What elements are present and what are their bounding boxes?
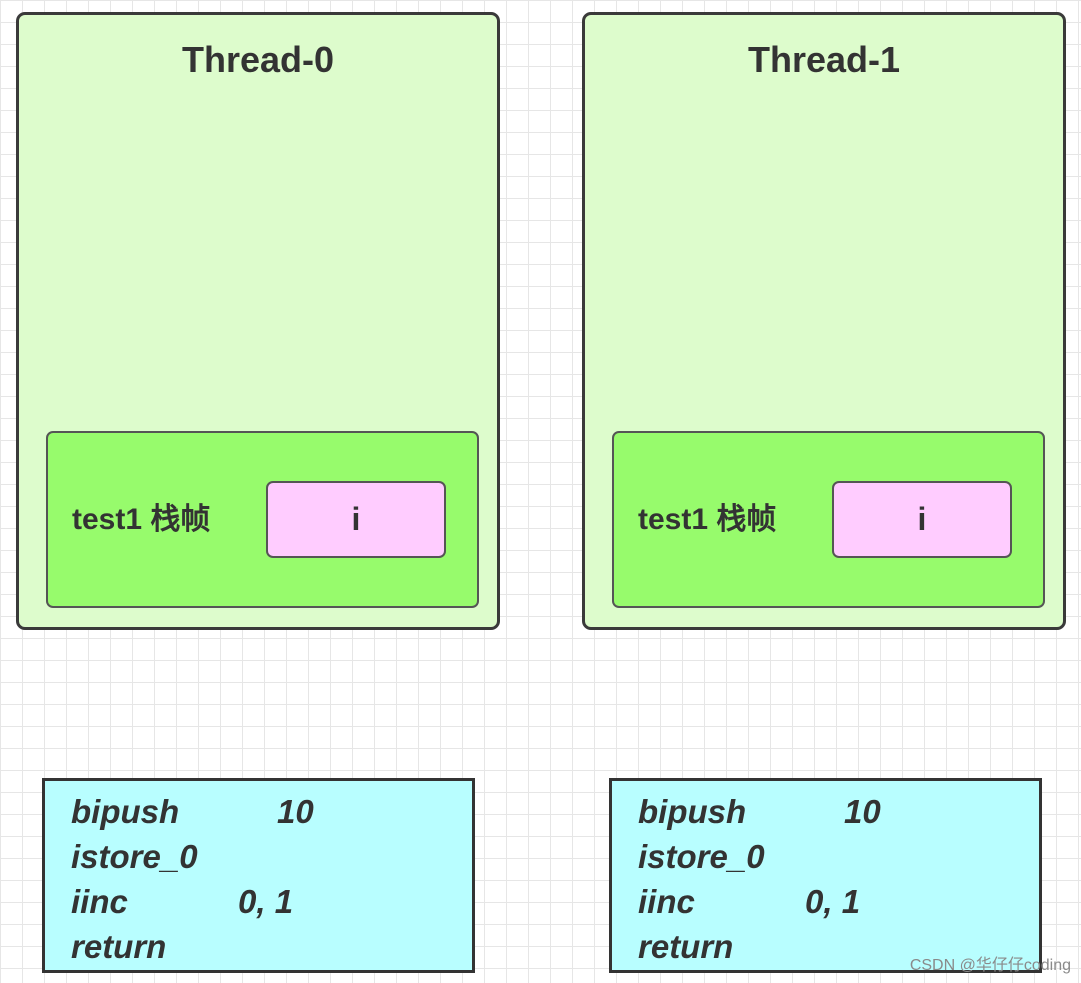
bytecode-op: bipush (638, 793, 747, 830)
thread-0-stack-frame: test1 栈帧 i (46, 431, 479, 608)
bytecode-op: bipush (71, 793, 180, 830)
thread-1-bytecode: bipush 10 istore_0 iinc 0, 1 return (609, 778, 1042, 973)
bytecode-op: iinc (71, 883, 128, 920)
bytecode-arg: 10 (277, 793, 314, 830)
bytecode-op: return (638, 928, 734, 965)
bytecode-arg: 0, 1 (805, 883, 861, 920)
thread-1-title: Thread-1 (747, 39, 901, 80)
bytecode-line: return (71, 924, 472, 969)
thread-0-local-variable: i (266, 481, 446, 558)
thread-0-bytecode: bipush 10 istore_0 iinc 0, 1 return (42, 778, 475, 973)
bytecode-line: bipush 10 (71, 789, 472, 834)
thread-1-stack-frame: test1 栈帧 i (612, 431, 1045, 608)
thread-0-title: Thread-0 (181, 39, 335, 80)
bytecode-line: return (638, 924, 1039, 969)
thread-1-local-variable: i (832, 481, 1012, 558)
bytecode-line: iinc 0, 1 (638, 879, 1039, 924)
thread-0-box: Thread-0 test1 栈帧 i (16, 12, 500, 630)
bytecode-op: istore_0 (638, 838, 765, 875)
thread-0-frame-label: test1 栈帧 (72, 503, 211, 536)
thread-1-box: Thread-1 test1 栈帧 i (582, 12, 1066, 630)
bytecode-op: return (71, 928, 167, 965)
bytecode-op: istore_0 (71, 838, 198, 875)
thread-1-frame-label: test1 栈帧 (638, 503, 777, 536)
bytecode-op: iinc (638, 883, 695, 920)
bytecode-line: bipush 10 (638, 789, 1039, 834)
bytecode-arg: 10 (844, 793, 881, 830)
bytecode-arg: 0, 1 (238, 883, 294, 920)
bytecode-line: iinc 0, 1 (71, 879, 472, 924)
bytecode-line: istore_0 (71, 834, 472, 879)
watermark-text: CSDN @华仔仔coding (909, 957, 1071, 974)
bytecode-line: istore_0 (638, 834, 1039, 879)
